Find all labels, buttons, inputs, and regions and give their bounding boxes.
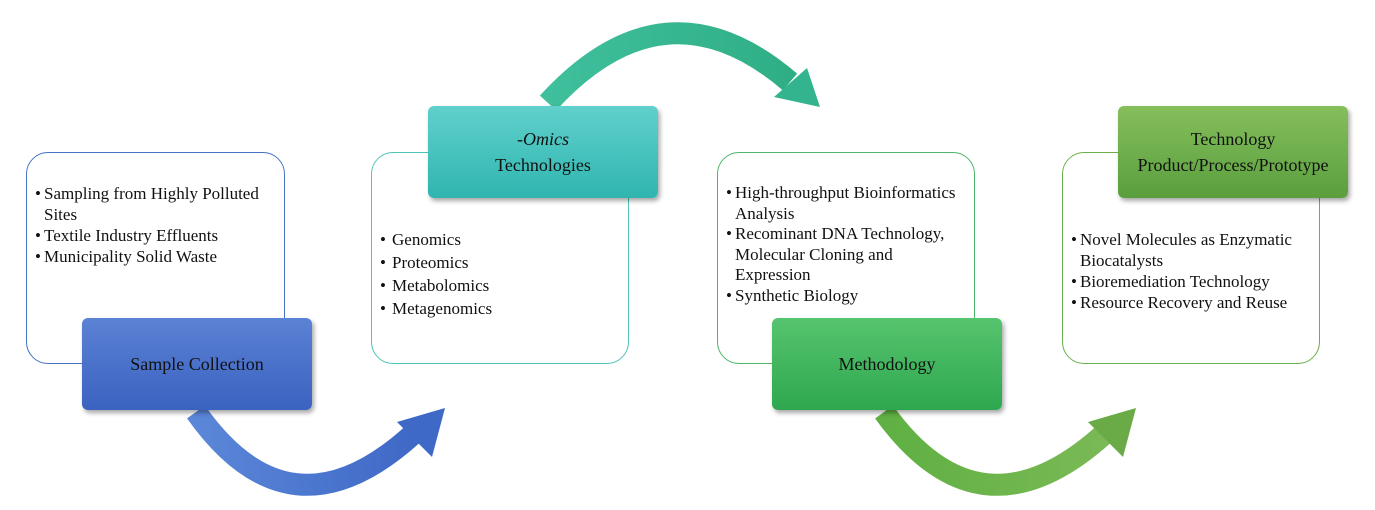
list-item: Novel Molecules as Enzymatic Biocatalyst… — [1071, 229, 1316, 271]
arrow-methodology-to-technology — [875, 405, 1111, 496]
sample-collection-label: Sample Collection — [82, 318, 312, 410]
list-item: Recominant DNA Technology, Molecular Clo… — [726, 224, 971, 286]
list-item: Resource Recovery and Reuse — [1071, 292, 1316, 313]
stage-title: Sample Collection — [130, 354, 264, 374]
arrow-head-2 — [774, 68, 820, 107]
list-item: Textile Industry Effluents — [35, 225, 280, 246]
arrow-sample-to-omics — [187, 405, 420, 496]
list-item: Synthetic Biology — [726, 286, 971, 307]
stage-title: Technologies — [495, 155, 591, 175]
list-item: Sampling from Highly Polluted Sites — [35, 183, 280, 225]
list-item: Metabolomics — [380, 274, 625, 297]
list-item: Bioremediation Technology — [1071, 271, 1316, 292]
list-item: Proteomics — [380, 251, 625, 274]
technology-product-label: Technology Product/Process/Prototype — [1118, 106, 1348, 198]
list-item: High-throughput Bioinformatics Analysis — [726, 183, 971, 224]
stage-subtitle: Product/Process/Prototype — [1137, 155, 1329, 175]
arrow-head-3 — [1088, 408, 1136, 457]
list-item: Municipality Solid Waste — [35, 246, 280, 267]
stage-title: Technology — [1190, 129, 1276, 149]
arrow-head-1 — [397, 408, 445, 457]
omics-technologies-label: -Omics Technologies — [428, 106, 658, 198]
stage-title-italic: -Omics — [517, 129, 569, 149]
methodology-label: Methodology — [772, 318, 1002, 410]
stage-title: Methodology — [838, 354, 936, 374]
technology-list: Novel Molecules as Enzymatic Biocatalyst… — [1071, 229, 1316, 313]
methodology-list: High-throughput Bioinformatics Analysis … — [726, 183, 971, 306]
sample-collection-list: Sampling from Highly Polluted Sites Text… — [35, 183, 280, 267]
list-item: Genomics — [380, 228, 625, 251]
omics-list: Genomics Proteomics Metabolomics Metagen… — [380, 228, 625, 320]
arrow-omics-to-methodology — [539, 22, 798, 111]
list-item: Metagenomics — [380, 297, 625, 320]
